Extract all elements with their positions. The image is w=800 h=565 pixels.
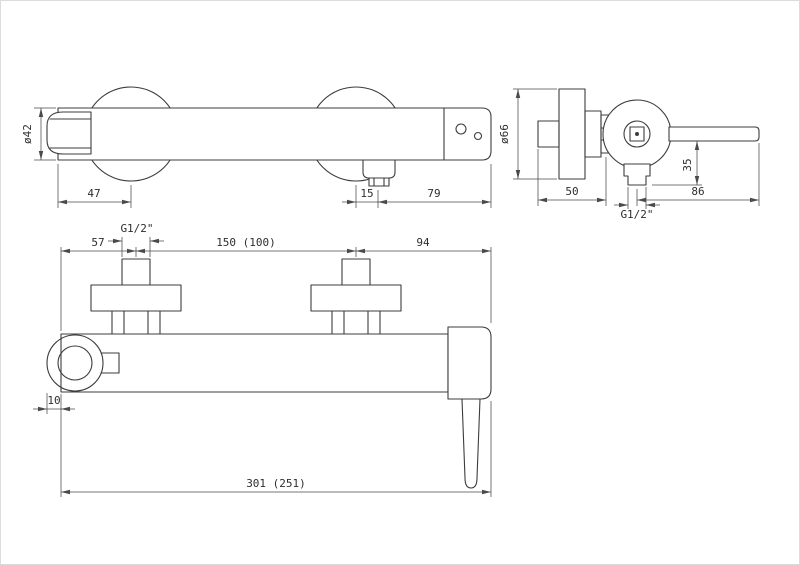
- handset-holder: [46, 111, 92, 155]
- supply-nut-right: [331, 310, 381, 335]
- side-diameter-label: ø66: [498, 124, 511, 144]
- side-thread-label: G1/2": [620, 208, 653, 221]
- cartridge-screw: [455, 123, 467, 135]
- mixer-bar-body-plan: [60, 333, 449, 393]
- cartridge-screw-boss: [629, 126, 645, 142]
- lever-plan: [461, 398, 481, 489]
- outlet-side: [623, 163, 651, 186]
- supply-nut-left: [111, 310, 161, 335]
- union-collar: [584, 110, 602, 158]
- cartridge-center-dot: [635, 132, 639, 136]
- side-view: [537, 88, 760, 186]
- side-view-dimensions: ø66 50 86 35 G1/2": [498, 88, 760, 221]
- lever-side: [668, 126, 760, 142]
- plan-thread-label: G1/2": [120, 222, 153, 235]
- front-dim-79-label: 79: [427, 187, 440, 200]
- supply-flange-right: [310, 284, 402, 312]
- plan-view-dimensions: 57 150 (100) 94 G1/2" 10 301 (251): [33, 222, 492, 497]
- cartridge-housing-plan: [447, 326, 492, 400]
- plan-view: [46, 258, 492, 489]
- front-dim-15-label: 15: [360, 187, 373, 200]
- plan-dim-150-label: 150 (100): [216, 236, 276, 249]
- plan-dim-10-label: 10: [47, 394, 60, 407]
- supply-nipple-left: [121, 258, 151, 286]
- front-view: [46, 86, 492, 187]
- mixer-bar-body: [57, 107, 492, 161]
- cartridge-screw-small: [473, 131, 483, 141]
- holder-ring-inner: [57, 345, 93, 381]
- front-diameter-label: ø42: [21, 124, 34, 144]
- outlet-tip: [368, 177, 390, 187]
- wall-plate: [558, 88, 586, 180]
- side-dim-50-label: 50: [565, 185, 578, 198]
- plan-dim-301-label: 301 (251): [246, 477, 306, 490]
- front-view-dimensions: ø42 47 15 79: [21, 107, 492, 208]
- supply-nipple-right: [341, 258, 371, 286]
- wall-supply-stub: [537, 120, 560, 148]
- cartridge-ring: [623, 120, 651, 148]
- side-dim-35-label: 35: [681, 158, 694, 171]
- holder-ring-outer: [46, 334, 104, 392]
- plan-dim-57-label: 57: [91, 236, 104, 249]
- side-dim-86-label: 86: [691, 185, 704, 198]
- plan-dim-94-label: 94: [416, 236, 430, 249]
- outlet-body: [362, 159, 396, 179]
- front-dim-47-label: 47: [87, 187, 100, 200]
- supply-flange-left: [90, 284, 182, 312]
